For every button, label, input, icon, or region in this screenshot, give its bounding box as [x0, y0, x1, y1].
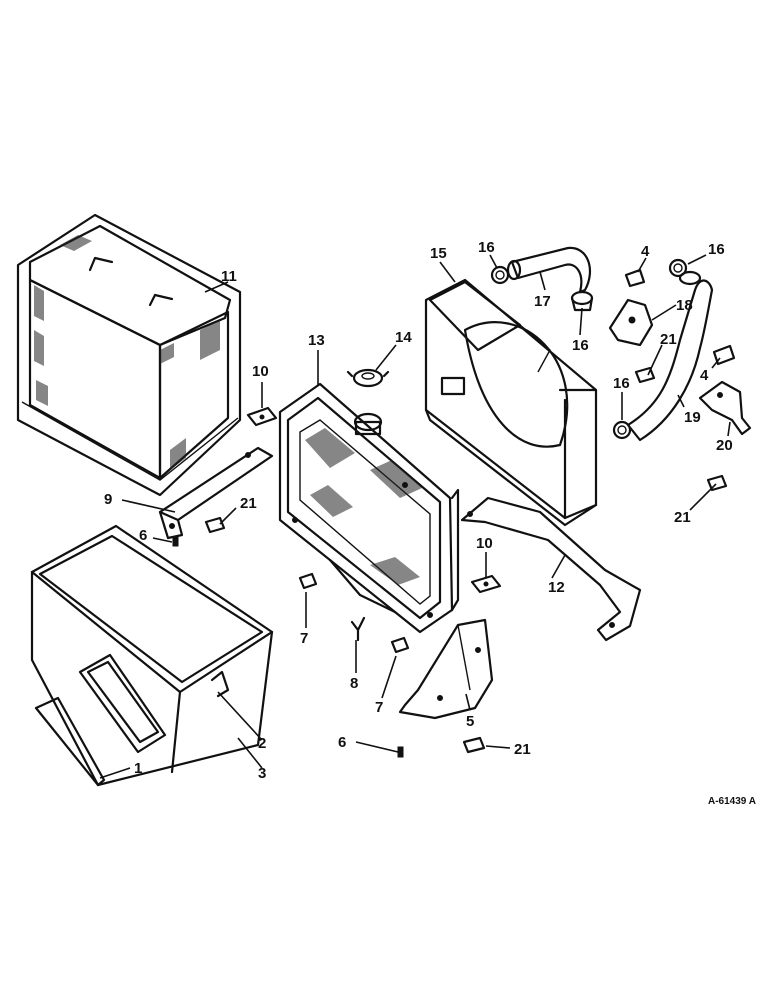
- lower-bracket-part-5: [398, 618, 494, 720]
- callout-7b: 7: [375, 699, 383, 716]
- callout-10b: 10: [476, 535, 493, 552]
- leader-lines: [99, 254, 731, 779]
- clip-part-21-right: [706, 474, 728, 492]
- callout-21c: 21: [674, 509, 691, 526]
- callout-16a: 16: [478, 239, 495, 256]
- callout-9: 9: [104, 491, 112, 508]
- callout-16c: 16: [708, 241, 725, 258]
- callout-labels: 1 2 3 4 4 5 6 6 7 7 8 9 10 10 11 12 13 1…: [104, 239, 733, 782]
- callout-17: 17: [534, 293, 551, 310]
- callout-2: 2: [258, 735, 266, 752]
- fan-shroud-part-15: [424, 278, 598, 527]
- callout-19: 19: [684, 409, 701, 426]
- drawing-code: A-61439 A: [708, 796, 756, 807]
- radiator-cap-part-14: [346, 368, 390, 388]
- callout-21a: 21: [660, 331, 677, 348]
- clip-part-21-left: [204, 516, 226, 534]
- spacer-part-10-left: [246, 406, 278, 427]
- bolt-part-6-left: [172, 536, 179, 547]
- callout-16d: 16: [613, 375, 630, 392]
- bolt-part-6-bottom: [397, 746, 404, 758]
- radiator-part-13: [278, 382, 460, 634]
- side-brace-part-12: [460, 496, 642, 642]
- callout-21d: 21: [514, 741, 531, 758]
- bracket-part-4-right: [712, 344, 736, 366]
- callout-14: 14: [395, 329, 412, 346]
- callout-15: 15: [430, 245, 447, 262]
- callout-10a: 10: [252, 363, 269, 380]
- callout-8: 8: [350, 675, 358, 692]
- callout-7a: 7: [300, 630, 308, 647]
- callout-20: 20: [716, 437, 733, 454]
- clip-part-21-bottom: [462, 736, 486, 754]
- callout-6a: 6: [139, 527, 147, 544]
- callout-3: 3: [258, 765, 266, 782]
- lower-hose-part-19: [626, 270, 714, 442]
- support-bracket-part-20: [698, 380, 752, 436]
- hose-clamp-part-16-c: [668, 258, 688, 278]
- callout-18: 18: [676, 297, 693, 314]
- callout-6b: 6: [338, 734, 346, 751]
- callout-21b: 21: [240, 495, 257, 512]
- callout-4a: 4: [641, 243, 650, 260]
- grille-shell-part-11: [16, 213, 242, 497]
- washer-part-7-right: [390, 636, 410, 654]
- outlet-fitting-part-18: [608, 298, 654, 347]
- bracket-part-4-top: [624, 268, 646, 288]
- spacer-part-10-right: [470, 574, 502, 594]
- clip-part-21-mid: [634, 366, 656, 384]
- washer-part-7-left: [298, 572, 318, 590]
- hose-clamp-part-16-d: [612, 420, 632, 440]
- upper-hose-part-17: [506, 246, 592, 294]
- hose-clamp-part-16-a: [490, 265, 510, 285]
- callout-12: 12: [548, 579, 565, 596]
- callout-13: 13: [308, 332, 325, 349]
- callout-11: 11: [221, 268, 237, 285]
- drain-cock-part-8: [350, 616, 366, 642]
- callout-1: 1: [134, 760, 142, 777]
- callout-4b: 4: [700, 367, 709, 384]
- callout-5: 5: [466, 713, 474, 730]
- callout-16b: 16: [572, 337, 589, 354]
- screen-part-1: [34, 696, 106, 787]
- hose-clamp-part-16-b: [570, 290, 594, 312]
